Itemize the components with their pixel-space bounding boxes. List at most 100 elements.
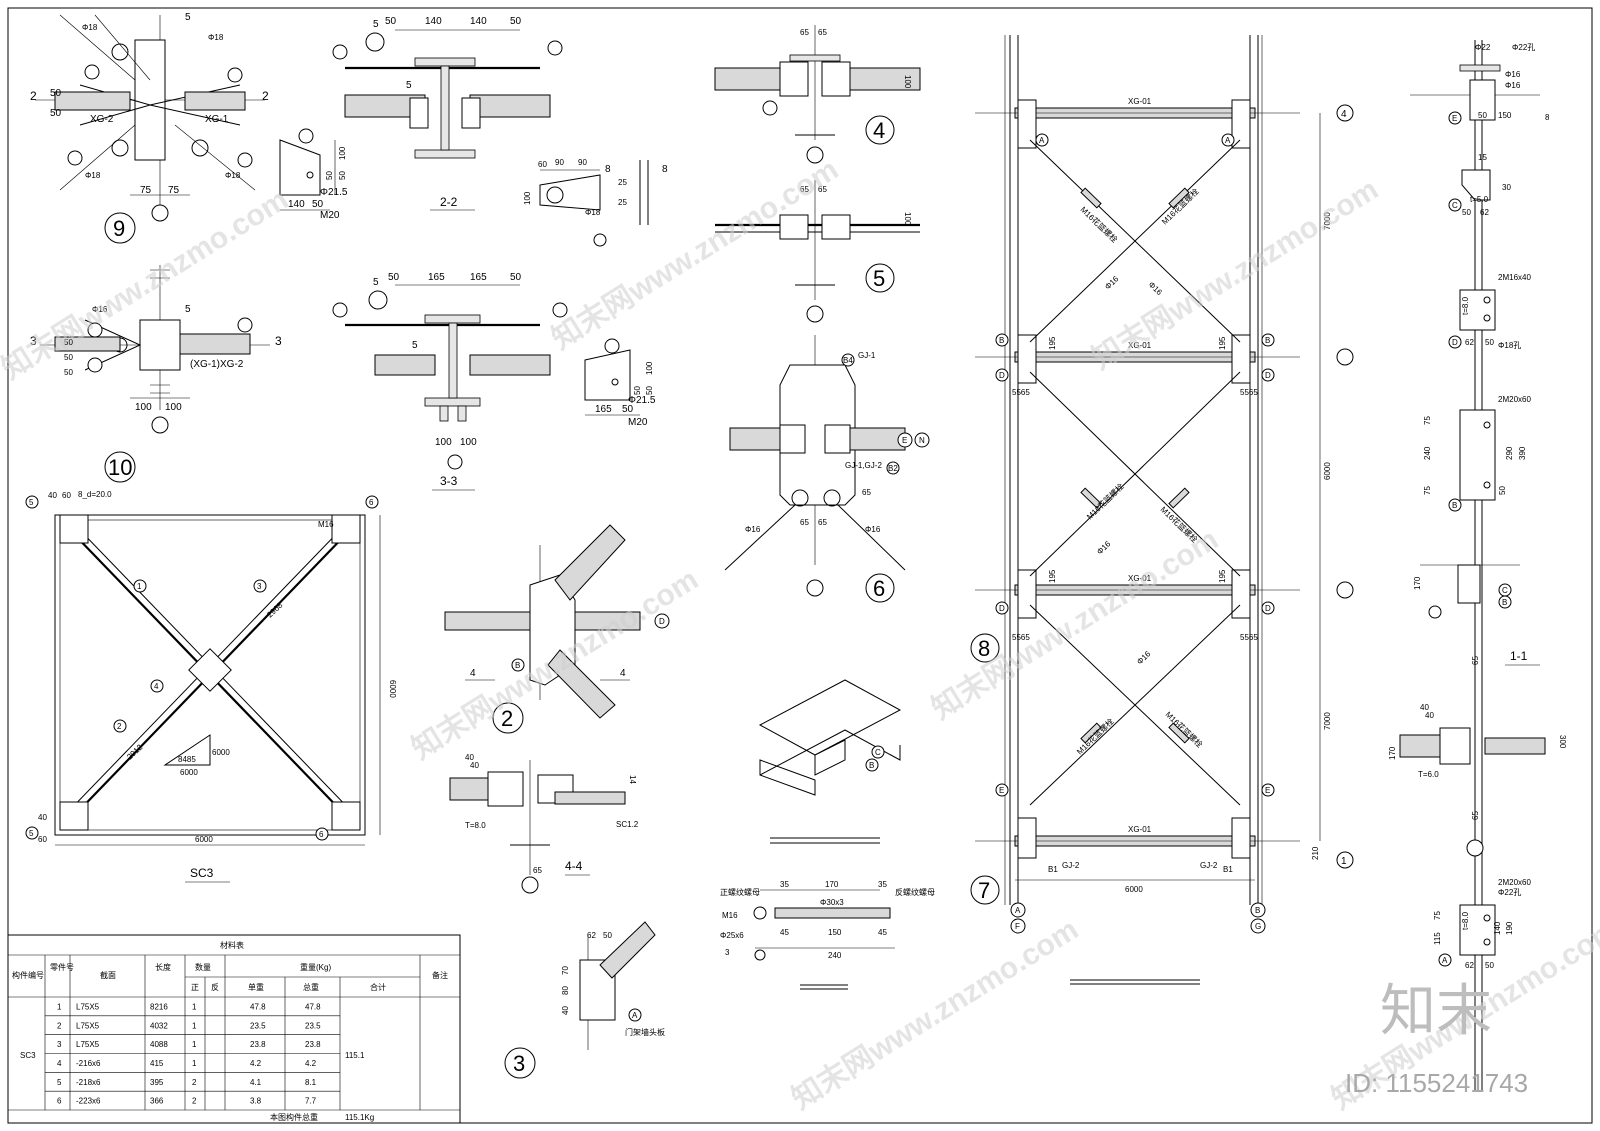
brace-gjtag-1: B1 <box>1048 865 1058 874</box>
col-b5-1: 170 <box>1413 576 1422 590</box>
d3-dim-4: 80 <box>561 986 570 995</box>
p22-dim-4: 140 <box>288 199 305 210</box>
brace-tag-b1: B <box>999 336 1004 345</box>
col-b6-5: 300 <box>1558 735 1567 749</box>
d6-dim-2: 65 <box>818 518 827 527</box>
brace-axis-4: 4 <box>1341 109 1347 120</box>
d5-dim-1: 65 <box>800 185 809 194</box>
s22-dim-2: 140 <box>425 16 442 27</box>
table-cell-no: 2 <box>57 1021 62 1030</box>
detail-3: 62 50 40 80 70 A 门架墙头板 3 <box>504 921 665 1079</box>
sc3-member-5a: 5 <box>29 498 34 507</box>
col-b7-5: t=8.0 <box>1461 911 1470 930</box>
table-h-total: 总重 <box>303 982 319 992</box>
table-cell-no: 4 <box>57 1059 62 1068</box>
table-cell-total: 23.5 <box>305 1021 321 1030</box>
detail-9: 50 50 75 75 5 XG-2 XG-1 Φ18 Φ18 Φ18 Φ18 … <box>30 12 269 244</box>
brace-tag-d4: D <box>1265 604 1271 613</box>
s44-sc: SC1.2 <box>616 820 639 829</box>
brace-beam-2: XG-01 <box>1128 341 1152 350</box>
col-b6-2: 170 <box>1388 746 1397 760</box>
table-h-sum: 合计 <box>370 982 386 992</box>
d10-label: 10 <box>108 455 132 480</box>
col-b4-4: 75 <box>1423 486 1432 495</box>
table-cell-unit: 47.8 <box>250 1002 266 1011</box>
table-cell-len: 8216 <box>150 1002 168 1011</box>
brace-tag-d2: D <box>1265 371 1271 380</box>
col-b3-2: t=8.0 <box>1461 296 1470 315</box>
rod-label-dia: Φ25x6 <box>720 931 744 940</box>
table-h-neg: 反 <box>211 982 219 992</box>
sc3-member-1: 1 <box>137 582 142 591</box>
brace-dim-g4: 195 <box>1218 569 1227 583</box>
d6-label-gj1: GJ-1 <box>858 351 876 360</box>
d10-dim-6: 5 <box>185 304 191 315</box>
d3-dim-5: 70 <box>561 966 570 975</box>
brace-dim-e2: 5565 <box>1240 388 1258 397</box>
s44-dim-3: 14 <box>628 775 637 784</box>
table-cell-total: 23.8 <box>305 1040 321 1049</box>
col-b6-3: 40 <box>1420 703 1429 712</box>
sc3-note-2: M16 <box>318 520 334 529</box>
sc3-dim-len3: 2968 <box>265 600 285 619</box>
d10-pipe: (XG-1)XG-2 <box>190 359 244 370</box>
col-top-5: 150 <box>1498 111 1512 120</box>
section-4-4: 40 40 14 65 T=8.0 SC1.2 4-4 <box>449 753 639 894</box>
brace-detail-7: 7 <box>978 878 990 903</box>
col-b3-1: 2M16x40 <box>1498 273 1531 282</box>
d10-dim-2: 50 <box>64 353 73 362</box>
brace-dim-g2: 195 <box>1218 336 1227 350</box>
col-b7-4: 75 <box>1433 911 1442 920</box>
table-h-qty: 数量 <box>195 962 211 972</box>
sc3-member-4: 4 <box>154 682 159 691</box>
plate-detail-2-2: 100 50 50 140 50 Φ21.5 M20 <box>279 128 348 221</box>
sc3-dim-width: 6000 <box>195 835 213 844</box>
d10-dia: Φ16 <box>92 305 108 314</box>
table-title: 材料表 <box>220 940 244 950</box>
col-b7-6: 190 <box>1505 921 1514 935</box>
pin-dim-7: 8 <box>605 164 611 175</box>
pin-dia: Φ18 <box>585 208 601 217</box>
d5-dim-3: 100 <box>903 212 912 226</box>
table-cell-no: 3 <box>57 1040 62 1049</box>
s33-dim-7: 100 <box>435 437 452 448</box>
table-cell-no: 1 <box>57 1002 62 1011</box>
table-cell-sec: -216x6 <box>76 1059 101 1068</box>
s33-dim-1: 50 <box>388 272 400 283</box>
d4-dim-1: 65 <box>800 28 809 37</box>
brace-beam-4: XG-01 <box>1128 825 1152 834</box>
col-title: 1-1 <box>1510 649 1528 663</box>
p33-dim-5: 50 <box>622 404 634 415</box>
d2-label: 2 <box>501 706 513 731</box>
sc3-dim-tri-v: 6000 <box>212 748 230 757</box>
col-top-6: 50 <box>1478 111 1487 120</box>
col-b4-6: 390 <box>1518 446 1527 460</box>
sc3-dim-a: 40 <box>48 491 57 500</box>
col-tag-d: D <box>1452 338 1458 347</box>
col-b6-6: T=6.0 <box>1418 770 1439 779</box>
table-cell-total: 47.8 <box>305 1002 321 1011</box>
col-tag-c: C <box>1452 201 1458 210</box>
table-cell-no: 6 <box>57 1097 62 1106</box>
col-tag-c2: C <box>1502 586 1508 595</box>
sc3-member-6a: 6 <box>369 498 374 507</box>
d2-tag-d: D <box>659 617 665 626</box>
table-cell-pos: 1 <box>192 1059 197 1068</box>
brace-dim-base: 210 <box>1311 846 1320 860</box>
d10-sec-right: 3 <box>275 334 282 348</box>
rod-dim-3: 35 <box>878 880 887 889</box>
watermark-logo: 知末 <box>1380 979 1492 1042</box>
col-b7-3: 115 <box>1433 932 1442 945</box>
brace-rod-2: Φ16 <box>1147 280 1165 297</box>
watermark-id: ID: 1155241743 <box>1345 1068 1528 1098</box>
col-b7-8: 62 <box>1465 961 1474 970</box>
brace-dim-width: 6000 <box>1125 885 1143 894</box>
rod-detail: 35 170 35 45 150 45 240 M16 Φ25x6 Φ30x3 … <box>720 880 935 990</box>
sc3-dim-b: 60 <box>62 491 71 500</box>
brace-axis-g: G <box>1255 922 1261 931</box>
brace-tag-d1: D <box>999 371 1005 380</box>
table-cell-unit: 23.8 <box>250 1040 266 1049</box>
table-cell-sec: L75X5 <box>76 1002 100 1011</box>
table-group: SC3 <box>20 1051 36 1060</box>
d9-dia-4: Φ18 <box>208 33 224 42</box>
